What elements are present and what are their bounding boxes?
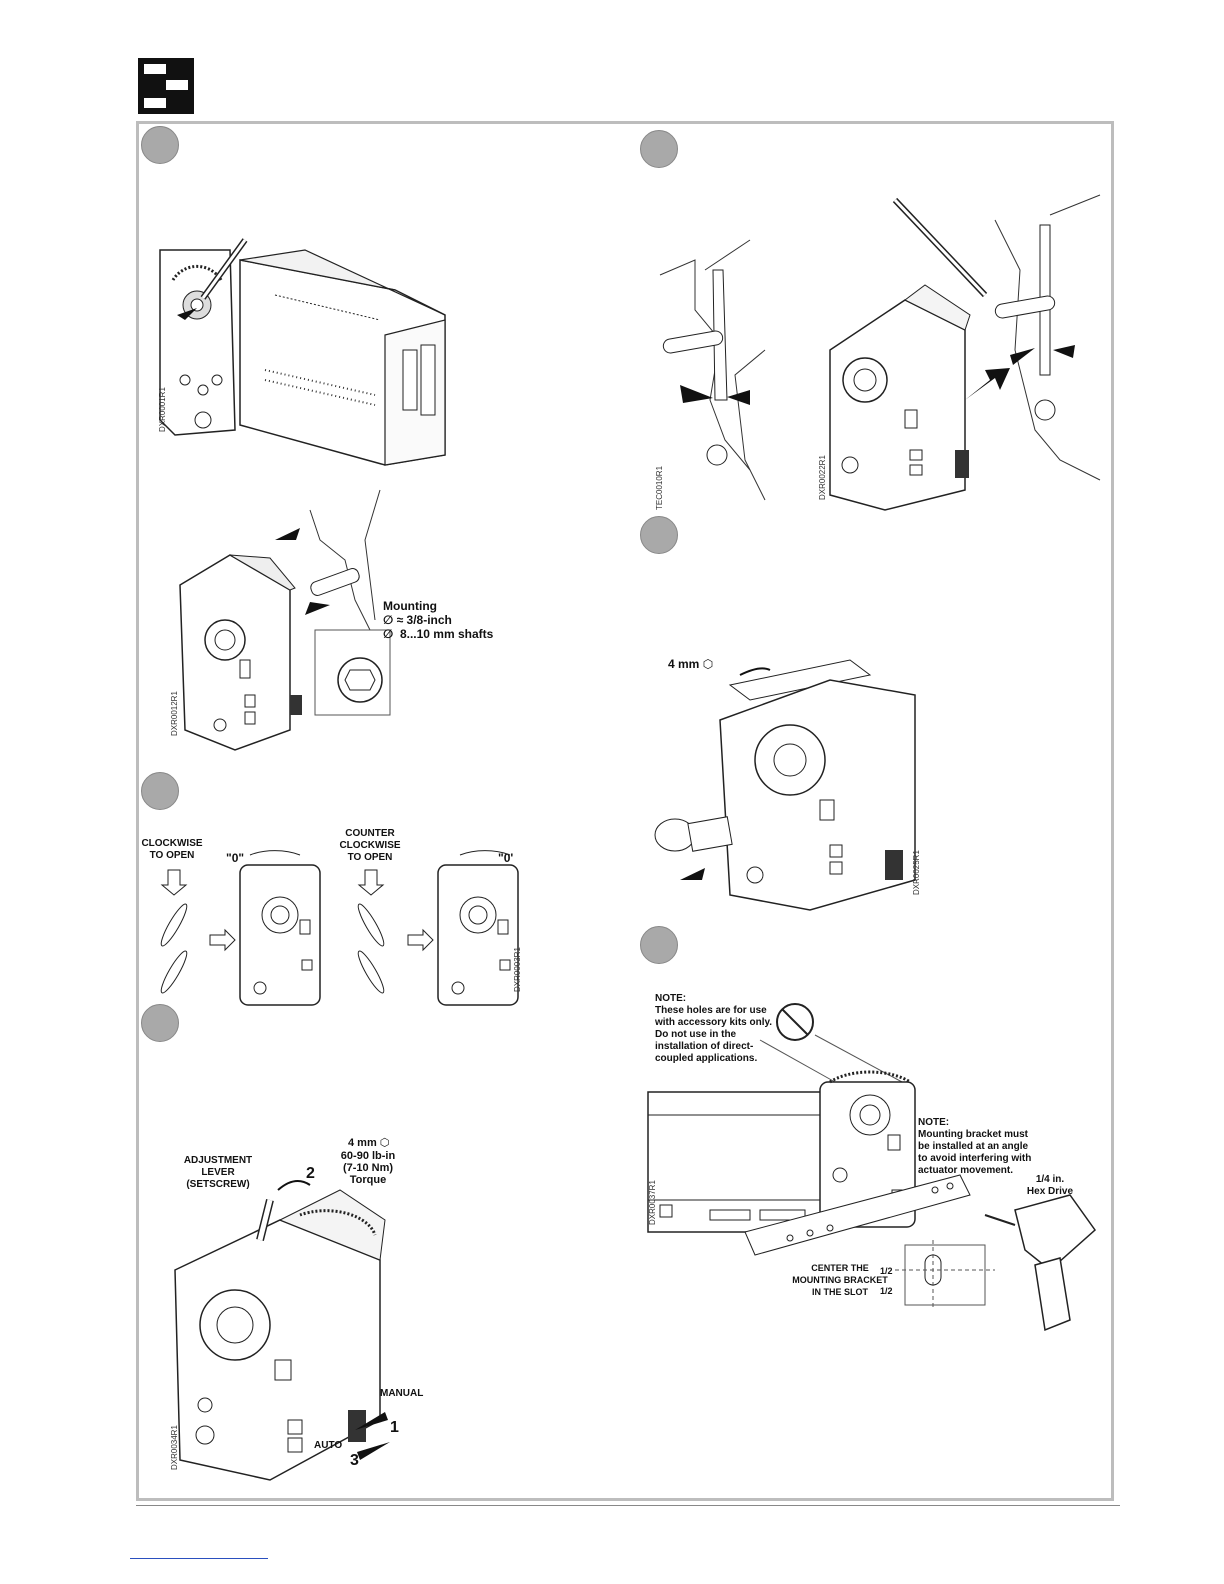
accessory-holes-note: NOTE: These holes are for use with acces… [655,993,773,1064]
instruction-frame [136,121,1114,1501]
figure-code-5-right: DXR0022R1 [818,455,827,500]
footer-divider [136,1505,1120,1506]
auto-label: AUTO [314,1440,343,1451]
mounting-bracket-angle-note: NOTE: Mounting bracket must be installed… [918,1117,1032,1176]
torque-value-metric: (7-10 Nm) [342,1162,394,1174]
step-marker-6 [640,926,678,964]
step-number-1: 1 [390,1419,399,1436]
shaft-clamp-drawing [659,194,1101,511]
mounting-bracket-drawing [647,1003,1097,1332]
adjustment-lever-label: ADJUSTMENT LEVER (SETSCREW) [183,1155,253,1190]
torque-value: 60-90 lb-in [340,1150,396,1162]
company-logo [138,58,194,114]
figure-code-2: DXR0012R1 [170,691,179,736]
figure-shaft-clamp [655,194,1105,511]
torque-label: Torque [349,1174,387,1186]
mounting-shaft-drawing [179,489,391,751]
hex-drive-label: 1/4 in. Hex Drive [1026,1174,1074,1197]
figure-code-5-left: TEC0010R1 [655,465,664,510]
footer-link-underline[interactable] [130,1558,268,1559]
step-marker-2 [640,130,678,168]
figure-code-4: DXR0034R1 [170,1425,179,1470]
step-marker-5 [640,516,678,554]
figure-actuator-with-controller [155,220,455,470]
mounting-shaft-size-inch: ∅ ≈ 3/8-inch [383,613,452,627]
manual-label: MANUAL [380,1388,424,1399]
step-marker-3 [141,772,179,810]
step-marker-1 [141,126,179,164]
rotation-direction-drawing [160,850,519,1006]
adapter-insertion-drawing [654,659,916,911]
half-dimension-bottom: 1/2 [880,1286,893,1296]
mounting-shaft-size-mm: ∅ 8...10 mm shafts [383,627,494,641]
clockwise-label: CLOCKWISE TO OPEN [141,838,203,861]
center-bracket-label: CENTER THE MOUNTING BRACKET IN THE SLOT [792,1263,888,1297]
figure-adjustment-lever [160,1180,420,1481]
figure-code-1: DXR0001R1 [158,387,167,432]
figure-code-7: DXR0037R1 [648,1180,657,1225]
fig6-tool-size: 4 mm ⬡ [668,657,714,671]
figure-mounting-bracket [640,1000,1100,1340]
step-number-2: 2 [306,1165,315,1182]
half-dimension-top: 1/2 [880,1266,893,1276]
adjustment-lever-drawing [174,1180,390,1481]
mounting-title: Mounting [383,599,437,613]
counter-clockwise-label: COUNTER CLOCKWISE TO OPEN [339,828,401,863]
step-number-3: 3 [350,1452,359,1469]
figure-rotation-direction [140,850,540,1010]
fig4-tool-size: 4 mm ⬡ [348,1137,390,1149]
step-marker-4 [141,1004,179,1042]
actuator-controller-drawing [159,238,446,466]
zero-label-cw: "0" [226,851,245,865]
figure-code-6: DXR0025R1 [912,850,921,895]
figure-adapter-insertion [650,640,930,920]
figure-mounting-shaft [170,480,500,751]
figure-code-3: DXR0003R1 [513,947,522,992]
